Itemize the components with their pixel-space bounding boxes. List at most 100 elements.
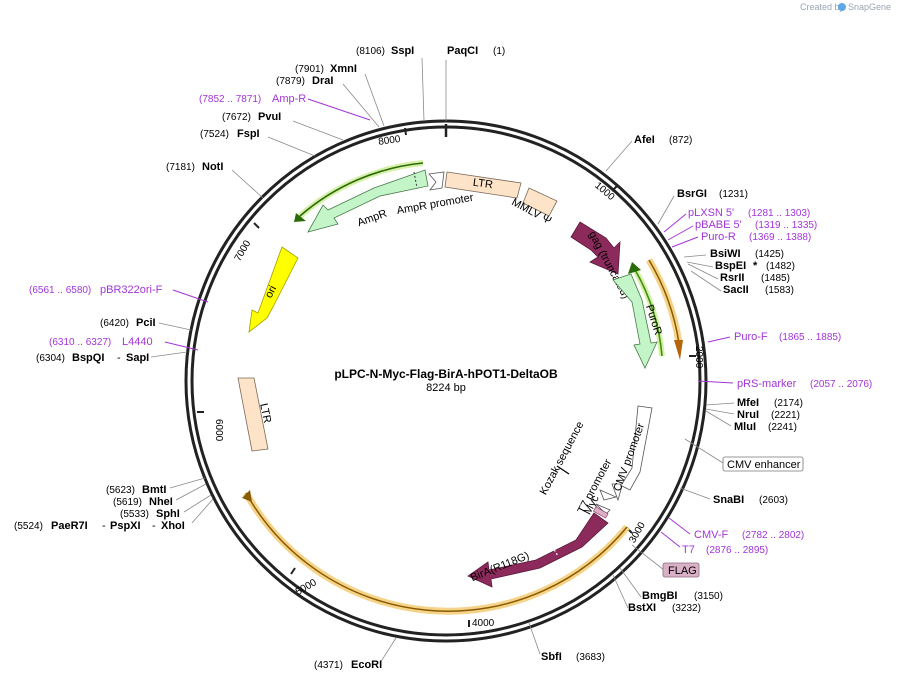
site-snabi[interactable]: SnaBI (2603) [713, 494, 788, 506]
site-bstxi-name: BstXI [628, 602, 656, 614]
ltr-feature[interactable] [444, 171, 522, 199]
site-bmti-pos: (5623) [106, 485, 135, 496]
leader-bspqi [150, 351, 188, 358]
site-mfei-name: MfeI [737, 397, 759, 409]
leader-bmgbi [619, 567, 642, 598]
site-sphi[interactable]: (5533) SphI [120, 508, 180, 520]
primer-pbr322ori-f[interactable]: (6561 .. 6580) pBR322ori-F [29, 284, 163, 296]
leader-sbfi [528, 622, 541, 655]
separator-dash: - [102, 520, 106, 532]
bira-feature[interactable] [467, 512, 609, 588]
site-paqci[interactable]: PaqCI (1) [447, 45, 505, 57]
ampr-label: AmpR [356, 207, 389, 229]
site-fspi-name: FspI [237, 128, 260, 140]
primer-puro-f[interactable]: Puro-F (1865 .. 1885) [734, 331, 841, 343]
site-bsiwi[interactable]: BsiWI (1425) [710, 248, 784, 260]
site-pcii-name: PciI [136, 317, 156, 329]
ampr-feature[interactable] [307, 169, 429, 233]
flag-feature[interactable] [593, 506, 609, 519]
primer-prs-marker-range: (2057 .. 2076) [810, 379, 872, 390]
site-mlui[interactable]: MluI (2241) [734, 421, 797, 433]
primer-l4440-name: L4440 [122, 336, 153, 348]
primer-puro-r[interactable]: Puro-R (1369 .. 1388) [701, 231, 811, 243]
ampr-promoter-feature[interactable] [428, 171, 445, 191]
primer-pbabe[interactable]: pBABE 5' (1319 .. 1335) [695, 219, 817, 231]
site-mlui-pos: (2241) [768, 422, 797, 433]
site-sacii[interactable]: SacII (1583) [723, 284, 794, 296]
site-afei[interactable]: AfeI (872) [634, 134, 692, 146]
leader-prs-marker [697, 380, 734, 384]
gag-feature[interactable] [570, 221, 621, 275]
puror-feature[interactable] [612, 273, 658, 369]
site-pvui-name: PvuI [258, 111, 281, 123]
site-xmni[interactable]: (7901) XmnI [295, 63, 357, 75]
site-bmti[interactable]: (5623) BmtI [106, 484, 166, 496]
site-mlui-name: MluI [734, 421, 756, 433]
plasmid-name: pLPC-N-Myc-Flag-BirA-hPOT1-DeltaOB [334, 367, 558, 381]
flag-box [662, 562, 700, 578]
ori-feature[interactable] [248, 246, 299, 333]
site-sphi-pos: (5533) [120, 509, 149, 520]
green-arrow-top [294, 213, 306, 222]
site-mfei[interactable]: MfeI (2174) [737, 397, 803, 409]
green-line-top [299, 162, 424, 217]
site-pvui[interactable]: (7672) PvuI [222, 111, 281, 123]
myc-feature[interactable] [595, 503, 611, 515]
site-fspi-pos: (7524) [200, 129, 229, 140]
site-drai[interactable]: (7879) DraI [276, 75, 333, 87]
site-bsrgi[interactable]: BsrGI (1231) [677, 188, 748, 200]
site-pcii[interactable]: (6420) PciI [100, 317, 156, 329]
primer-prs-marker[interactable]: pRS-marker (2057 .. 2076) [737, 378, 872, 390]
site-afei-pos: (872) [669, 135, 692, 146]
site-paqci-name: PaqCI [447, 45, 478, 57]
site-ecori[interactable]: (4371) EcoRI [314, 659, 382, 671]
site-noti[interactable]: (7181) NotI [166, 161, 223, 173]
tick-label-3000: 3000 [627, 520, 648, 545]
t7-promoter-feature[interactable] [599, 489, 618, 501]
leader-mfei [705, 402, 735, 406]
site-bspqi-sapi[interactable]: (6304) BspQI - SapI [36, 352, 149, 364]
primer-amp-r[interactable]: (7852 .. 7871) Amp-R [199, 93, 306, 105]
primer-plxsn[interactable]: pLXSN 5' (1281 .. 1303) [688, 207, 810, 219]
site-nrui-pos: (2221) [771, 410, 800, 421]
site-drai-pos: (7879) [276, 76, 305, 87]
cmv-promoter-feature[interactable] [611, 405, 653, 502]
restriction-site-labels: PaqCI (1) (8106) SspI (7901) XmnI (7879)… [14, 45, 803, 671]
ltr-left-feature[interactable] [237, 377, 269, 452]
site-sbfi[interactable]: SbfI (3683) [541, 651, 605, 663]
orange-line-bottom [245, 492, 628, 612]
flag-callout[interactable]: FLAG [662, 562, 700, 578]
leader-bmti [169, 477, 206, 489]
site-sphi-name: SphI [156, 508, 180, 520]
site-bstxi[interactable]: BstXI (3232) [628, 602, 701, 614]
site-bspei-pos: (1482) [766, 261, 795, 272]
site-xmni-name: XmnI [330, 63, 357, 75]
site-rsrii-pos: (1485) [761, 273, 790, 284]
primer-pbabe-range: (1319 .. 1335) [755, 220, 817, 231]
primer-pbabe-name: pBABE 5' [695, 219, 742, 231]
mmlv-psi-feature[interactable] [522, 187, 558, 217]
site-nrui-name: NruI [737, 409, 759, 421]
tick-1000 [611, 185, 618, 192]
leader-sacii [690, 270, 722, 292]
site-bspei[interactable]: BspEI * (1482) [715, 260, 795, 272]
site-bmgbi-name: BmgBI [642, 590, 677, 602]
kozak-marker [556, 465, 570, 475]
site-bmti-name: BmtI [142, 484, 166, 496]
primer-cmv-f[interactable]: CMV-F (2782 .. 2802) [694, 529, 804, 541]
site-paer7i-pspxi-xhoi[interactable]: (5524) PaeR7I - PspXI - XhoI [14, 520, 185, 532]
site-bmgbi[interactable]: BmgBI (3150) [642, 590, 723, 602]
tick-label-2000: 2000 [693, 346, 704, 369]
site-nrui[interactable]: NruI (2221) [737, 409, 800, 421]
primer-l4440[interactable]: (6310 .. 6327) L4440 [49, 336, 153, 348]
site-fspi[interactable]: (7524) FspI [200, 128, 260, 140]
site-sspi-name: SspI [391, 45, 414, 57]
site-rsrii[interactable]: RsrII (1485) [720, 272, 790, 284]
site-sspi[interactable]: (8106) SspI [356, 45, 414, 57]
primer-t7[interactable]: T7 (2876 .. 2895) [682, 544, 768, 556]
ltr-label: LTR [472, 177, 493, 192]
site-bspqi-name: BspQI [72, 352, 104, 364]
cmv-enhancer-callout[interactable]: CMV enhancer [722, 456, 804, 472]
site-nhei[interactable]: (5619) NheI [113, 496, 173, 508]
tick-label-8000: 8000 [378, 134, 402, 148]
